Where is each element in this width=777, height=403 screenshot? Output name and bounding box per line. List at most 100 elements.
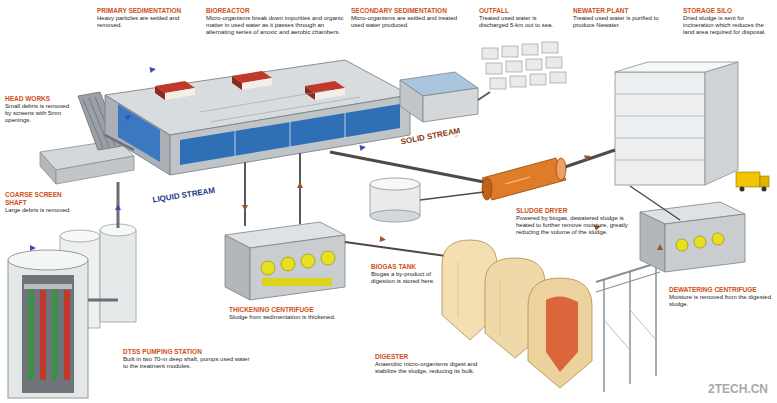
callout-body: Anaerobic micro-organisms digest and sta…: [375, 361, 481, 375]
callout-heading: SLUDGE DRYER: [516, 207, 634, 215]
pipe-gantry-part: [630, 310, 656, 340]
storage-silo: [615, 62, 769, 192]
callout-heading: BIOGAS TANK: [371, 263, 441, 271]
callout-body: Powered by biogas, dewatered sludge is h…: [516, 215, 634, 237]
callout-heading: HEAD WORKS: [5, 95, 73, 103]
treatment-building-part: [170, 95, 410, 175]
callout-heading: THICKENING CENTRIFUGE: [229, 306, 362, 314]
callout-box: BIOREACTORMicro-organisms break down imp…: [205, 6, 345, 37]
pipe-gantry-part: [629, 272, 631, 384]
flow-arrows-part: [242, 205, 248, 211]
newater-modules-part: [510, 76, 526, 87]
thickening-centrifuge-part: [345, 242, 446, 256]
flow-arrows-part: [380, 236, 387, 243]
outfall-tank-part: [400, 80, 423, 122]
sludge-dryer-part: [556, 158, 566, 180]
callout-heading: COARSE SCREEN SHAFT: [5, 191, 75, 207]
callout-body: Treated used water is discharged 5-km ou…: [479, 15, 567, 29]
dewatering-centrifuge-part: [630, 186, 680, 220]
callout-box: STORAGE SILODried sludge is sent for inc…: [682, 6, 774, 37]
callout-box: SLUDGE DRYERPowered by biogas, dewatered…: [515, 206, 635, 237]
shaft-cylinders-part: [8, 260, 88, 398]
outfall-tank: [400, 72, 478, 122]
storage-silo-part: [615, 116, 705, 117]
biogas-tank-part: [370, 178, 420, 190]
outfall-tank-part: [423, 88, 478, 122]
treatment-building-part: [105, 95, 170, 175]
callout-box: SECONDARY SEDIMENTATIONMicro-organisms a…: [350, 6, 472, 30]
shaft-cylinders-part: [64, 290, 70, 380]
treatment-building-part: [242, 78, 272, 90]
callout-body: Micro-organisms break down impurities an…: [206, 15, 344, 37]
flow-arrows: [30, 66, 663, 251]
callout-box: DEWATERING CENTRIFUGEMoisture is removed…: [668, 285, 773, 309]
flow-arrows-part: [115, 204, 121, 210]
callout-box: OUTFALLTreated used water is discharged …: [478, 6, 568, 30]
shaft-cylinders-part: [52, 290, 58, 380]
shaft-cylinders-part: [24, 284, 72, 289]
storage-silo-part: [615, 72, 705, 185]
sludge-dryer-part: [330, 152, 484, 182]
pipe-gantry-part: [596, 272, 660, 292]
flow-arrows-part: [149, 66, 156, 73]
newater-modules-part: [478, 92, 490, 100]
storage-silo-part: [615, 94, 705, 95]
callout-body: Heavy particles are settled and removed.: [97, 15, 197, 29]
storage-silo-part: [736, 172, 760, 187]
callout-heading: STORAGE SILO: [683, 7, 773, 15]
shaft-cylinders-part: [100, 230, 136, 322]
thickening-centrifuge-part: [261, 261, 275, 275]
callout-body: Sludge from sedimentation is thickened.: [229, 314, 362, 321]
pipe-gantry: [596, 262, 660, 392]
newater-modules-part: [506, 61, 522, 72]
treatment-building-part: [315, 88, 345, 100]
thickening-centrifuge: [225, 222, 446, 300]
newater-modules: [478, 42, 566, 100]
flow-arrows-part: [359, 144, 366, 151]
shaft-cylinders-part: [8, 250, 88, 270]
dewatering-centrifuge-part: [665, 214, 745, 272]
treatment-building-part: [232, 76, 242, 90]
treatment-building-part: [155, 86, 165, 100]
callout-box: BIOGAS TANKBiogas a by-product of digest…: [370, 262, 442, 286]
treatment-building-part: [235, 131, 236, 156]
storage-silo-part: [740, 187, 745, 192]
callout-body: Large debris is removed.: [5, 207, 75, 214]
newater-modules-part: [546, 57, 562, 68]
treatment-building-part: [345, 113, 346, 138]
dewatering-centrifuge-part: [676, 239, 688, 251]
callout-heading: DEWATERING CENTRIFUGE: [669, 286, 772, 294]
newater-modules-part: [526, 59, 542, 70]
newater-modules-part: [542, 42, 558, 53]
digesters-part: [458, 262, 459, 318]
callout-box: DIGESTERAnaerobic micro-organisms digest…: [374, 352, 482, 376]
digesters-part: [500, 280, 501, 336]
storage-silo-part: [615, 138, 705, 139]
thickening-centrifuge-part: [250, 235, 345, 300]
flow-arrows-part: [125, 112, 133, 120]
treatment-building-part: [200, 90, 330, 112]
thickening-centrifuge-part: [225, 235, 250, 300]
pipe-gantry-part: [603, 280, 605, 392]
callout-heading: PRIMARY SEDIMENTATION: [97, 7, 197, 15]
biogas-tank: [370, 178, 484, 222]
treatment-building: [105, 60, 410, 226]
thickening-centrifuge-part: [301, 254, 315, 268]
callout-body: Built in two 70-m deep shaft, pumps used…: [123, 356, 256, 370]
callout-box: THICKENING CENTRIFUGESludge from sedimen…: [228, 305, 363, 322]
storage-silo-part: [615, 62, 738, 72]
callout-box: COARSE SCREEN SHAFTLarge debris is remov…: [4, 190, 76, 215]
treatment-building-part: [210, 97, 360, 122]
callout-heading: BIOREACTOR: [206, 7, 344, 15]
dewatering-centrifuge: [630, 186, 745, 272]
thickening-centrifuge-part: [281, 257, 295, 271]
digesters-part: [528, 278, 592, 388]
newater-modules-part: [490, 78, 506, 89]
storage-silo-part: [760, 176, 769, 187]
treatment-building-part: [105, 135, 134, 150]
storage-silo-part: [762, 187, 767, 192]
digesters-part: [546, 296, 578, 372]
head-works-part: [56, 156, 134, 184]
callout-box: HEAD WORKSSmall debris is removed by scr…: [4, 94, 74, 125]
